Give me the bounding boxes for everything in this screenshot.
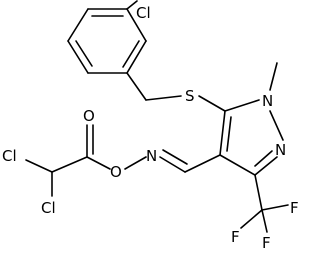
atom-cl-2: Cl <box>41 199 56 217</box>
atom-n-ring: N <box>275 141 286 159</box>
bond-ch-n-oxime <box>159 156 186 173</box>
bond-c3-cf3 <box>254 174 263 211</box>
bond-n-o <box>124 156 147 170</box>
bond-cf3-f2 <box>261 209 268 233</box>
bond-n1-methyl <box>269 62 278 91</box>
bond-aryl-ch2 <box>126 72 147 101</box>
bond-aryl-cl <box>126 0 138 10</box>
bond-ring-e-inner <box>75 40 93 67</box>
bond-c4-c5-inner <box>226 116 232 152</box>
atom-labels: Cl S N N N O O Cl Cl F F F <box>2 4 299 252</box>
atom-cl-aryl: Cl <box>136 4 151 22</box>
bonds <box>25 0 289 233</box>
bond-cf3-f1 <box>240 209 263 229</box>
bond-ch2-s <box>145 95 182 101</box>
bond-ring-b <box>126 8 147 42</box>
bond-s-c5 <box>198 95 226 112</box>
bond-n2-c3-inner <box>254 150 273 167</box>
atom-o-carbonyl: O <box>83 107 95 125</box>
atom-f-2: F <box>262 234 271 252</box>
bond-c5-n1 <box>224 99 260 112</box>
atom-s-thioether: S <box>185 87 195 105</box>
bond-o-c-carbonyl <box>86 156 111 170</box>
bond-c3-c4 <box>219 154 256 176</box>
chemical-structure-diagram: Cl S N N N O O Cl Cl F F F <box>2 0 299 252</box>
bond-cf3-f3 <box>261 204 289 211</box>
atom-n-methyl: N <box>262 92 273 110</box>
atom-f-3: F <box>290 199 299 217</box>
bond-ring-c <box>126 40 147 74</box>
bond-ring-c-inner <box>122 40 140 68</box>
bond-ch-n-oxime-inner <box>162 149 188 165</box>
atom-o-oxime: O <box>110 163 122 181</box>
bond-chcl2-cl1 <box>25 159 53 173</box>
atom-n-oxime: N <box>146 147 157 165</box>
bond-ring-f <box>67 8 89 42</box>
bond-ring-e <box>67 40 89 74</box>
bond-c4-ch <box>184 154 221 173</box>
atom-f-1: F <box>231 228 240 246</box>
bond-n2-c3 <box>254 156 278 176</box>
bond-n1-n2 <box>269 110 284 141</box>
bond-c4-c5 <box>219 110 226 156</box>
atom-cl-1: Cl <box>2 147 17 165</box>
bond-c-chcl2 <box>51 156 88 173</box>
